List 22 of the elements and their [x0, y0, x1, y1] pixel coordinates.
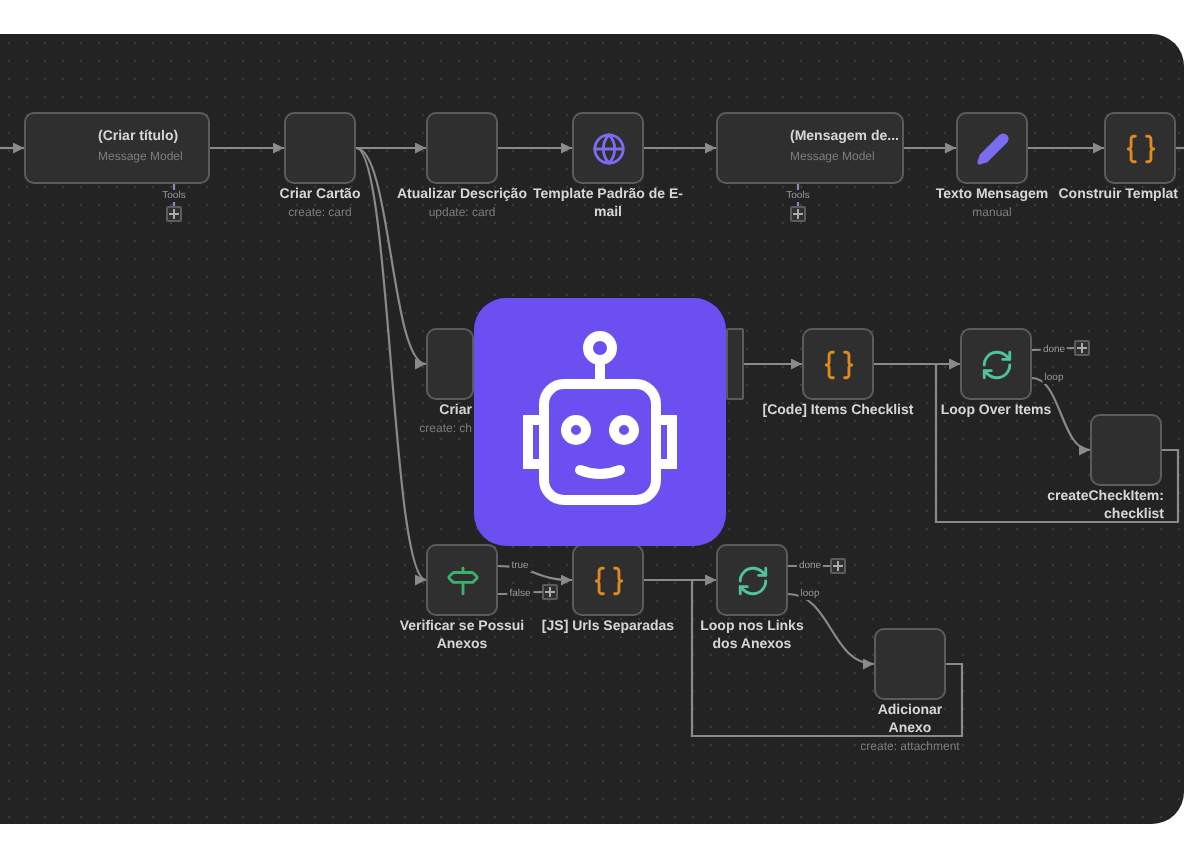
connector-arrow — [498, 142, 572, 154]
connector-arrow — [644, 142, 716, 154]
connector-arrow — [787, 592, 875, 668]
node-box — [24, 112, 210, 184]
add-button — [830, 558, 846, 574]
node-box — [726, 328, 744, 400]
connector-arrow — [355, 147, 427, 581]
add-button — [166, 206, 182, 222]
connector-arrow — [1028, 142, 1104, 154]
connector-arrow — [744, 358, 802, 370]
node-box — [716, 112, 904, 184]
connector-arrow — [1031, 376, 1091, 454]
connector-arrow — [210, 142, 284, 154]
connector-arrow — [690, 574, 964, 738]
connector-arrow — [904, 142, 956, 154]
add-button — [1074, 340, 1090, 356]
connector-arrow — [934, 358, 1180, 524]
add-button — [542, 584, 558, 600]
connector-arrow — [355, 147, 427, 365]
add-button — [790, 206, 806, 222]
connector-arrow — [0, 142, 24, 154]
connector-arrow — [356, 142, 426, 154]
